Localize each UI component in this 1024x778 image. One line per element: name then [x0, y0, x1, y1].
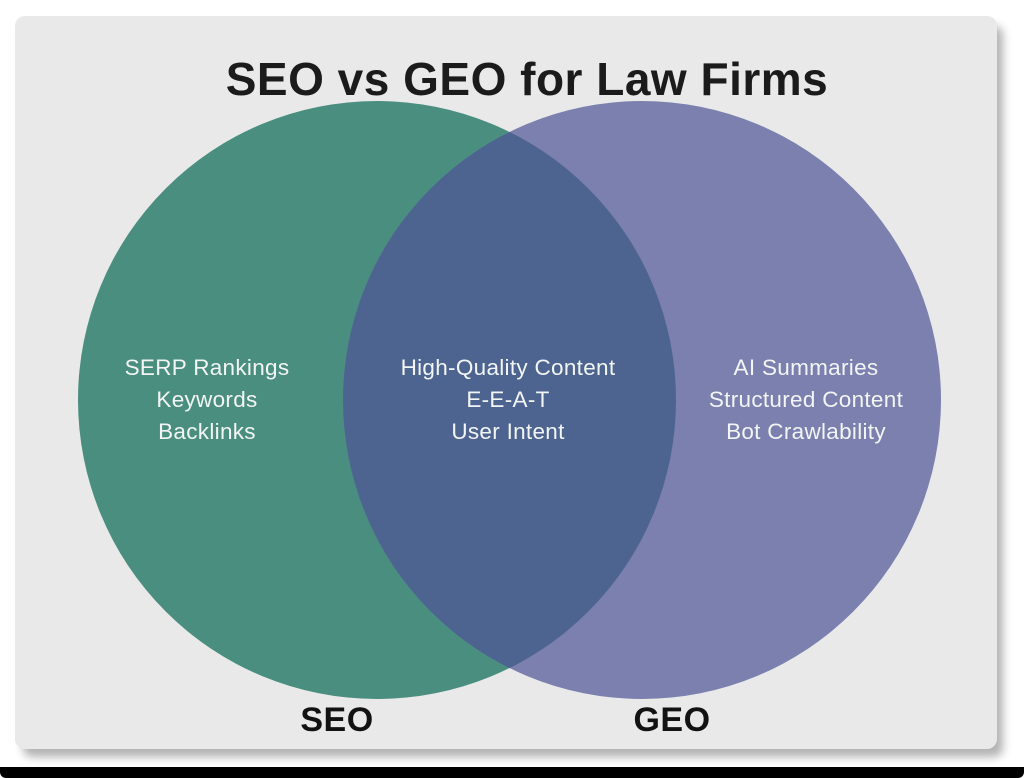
geo-items-list: AI Summaries Structured Content Bot Craw… — [641, 352, 971, 448]
seo-item: Backlinks — [158, 419, 256, 444]
geo-circle-label: GEO — [633, 701, 711, 739]
geo-item: Bot Crawlability — [726, 419, 886, 444]
seo-item: Keywords — [156, 387, 258, 412]
overlap-item: User Intent — [451, 419, 565, 444]
diagram-title: SEO vs GEO for Law Firms — [225, 53, 829, 105]
overlap-item: High-Quality Content — [400, 355, 616, 380]
seo-item: SERP Rankings — [124, 355, 290, 380]
overlap-item: E-E-A-T — [466, 387, 550, 412]
overlap-items-list: High-Quality Content E-E-A-T User Intent — [353, 352, 663, 448]
screenshot-bottom-bar — [0, 767, 1024, 778]
seo-items-list: SERP Rankings Keywords Backlinks — [62, 352, 352, 448]
seo-circle-label: SEO — [300, 701, 374, 739]
geo-item: AI Summaries — [733, 355, 879, 380]
geo-item: Structured Content — [708, 387, 904, 412]
